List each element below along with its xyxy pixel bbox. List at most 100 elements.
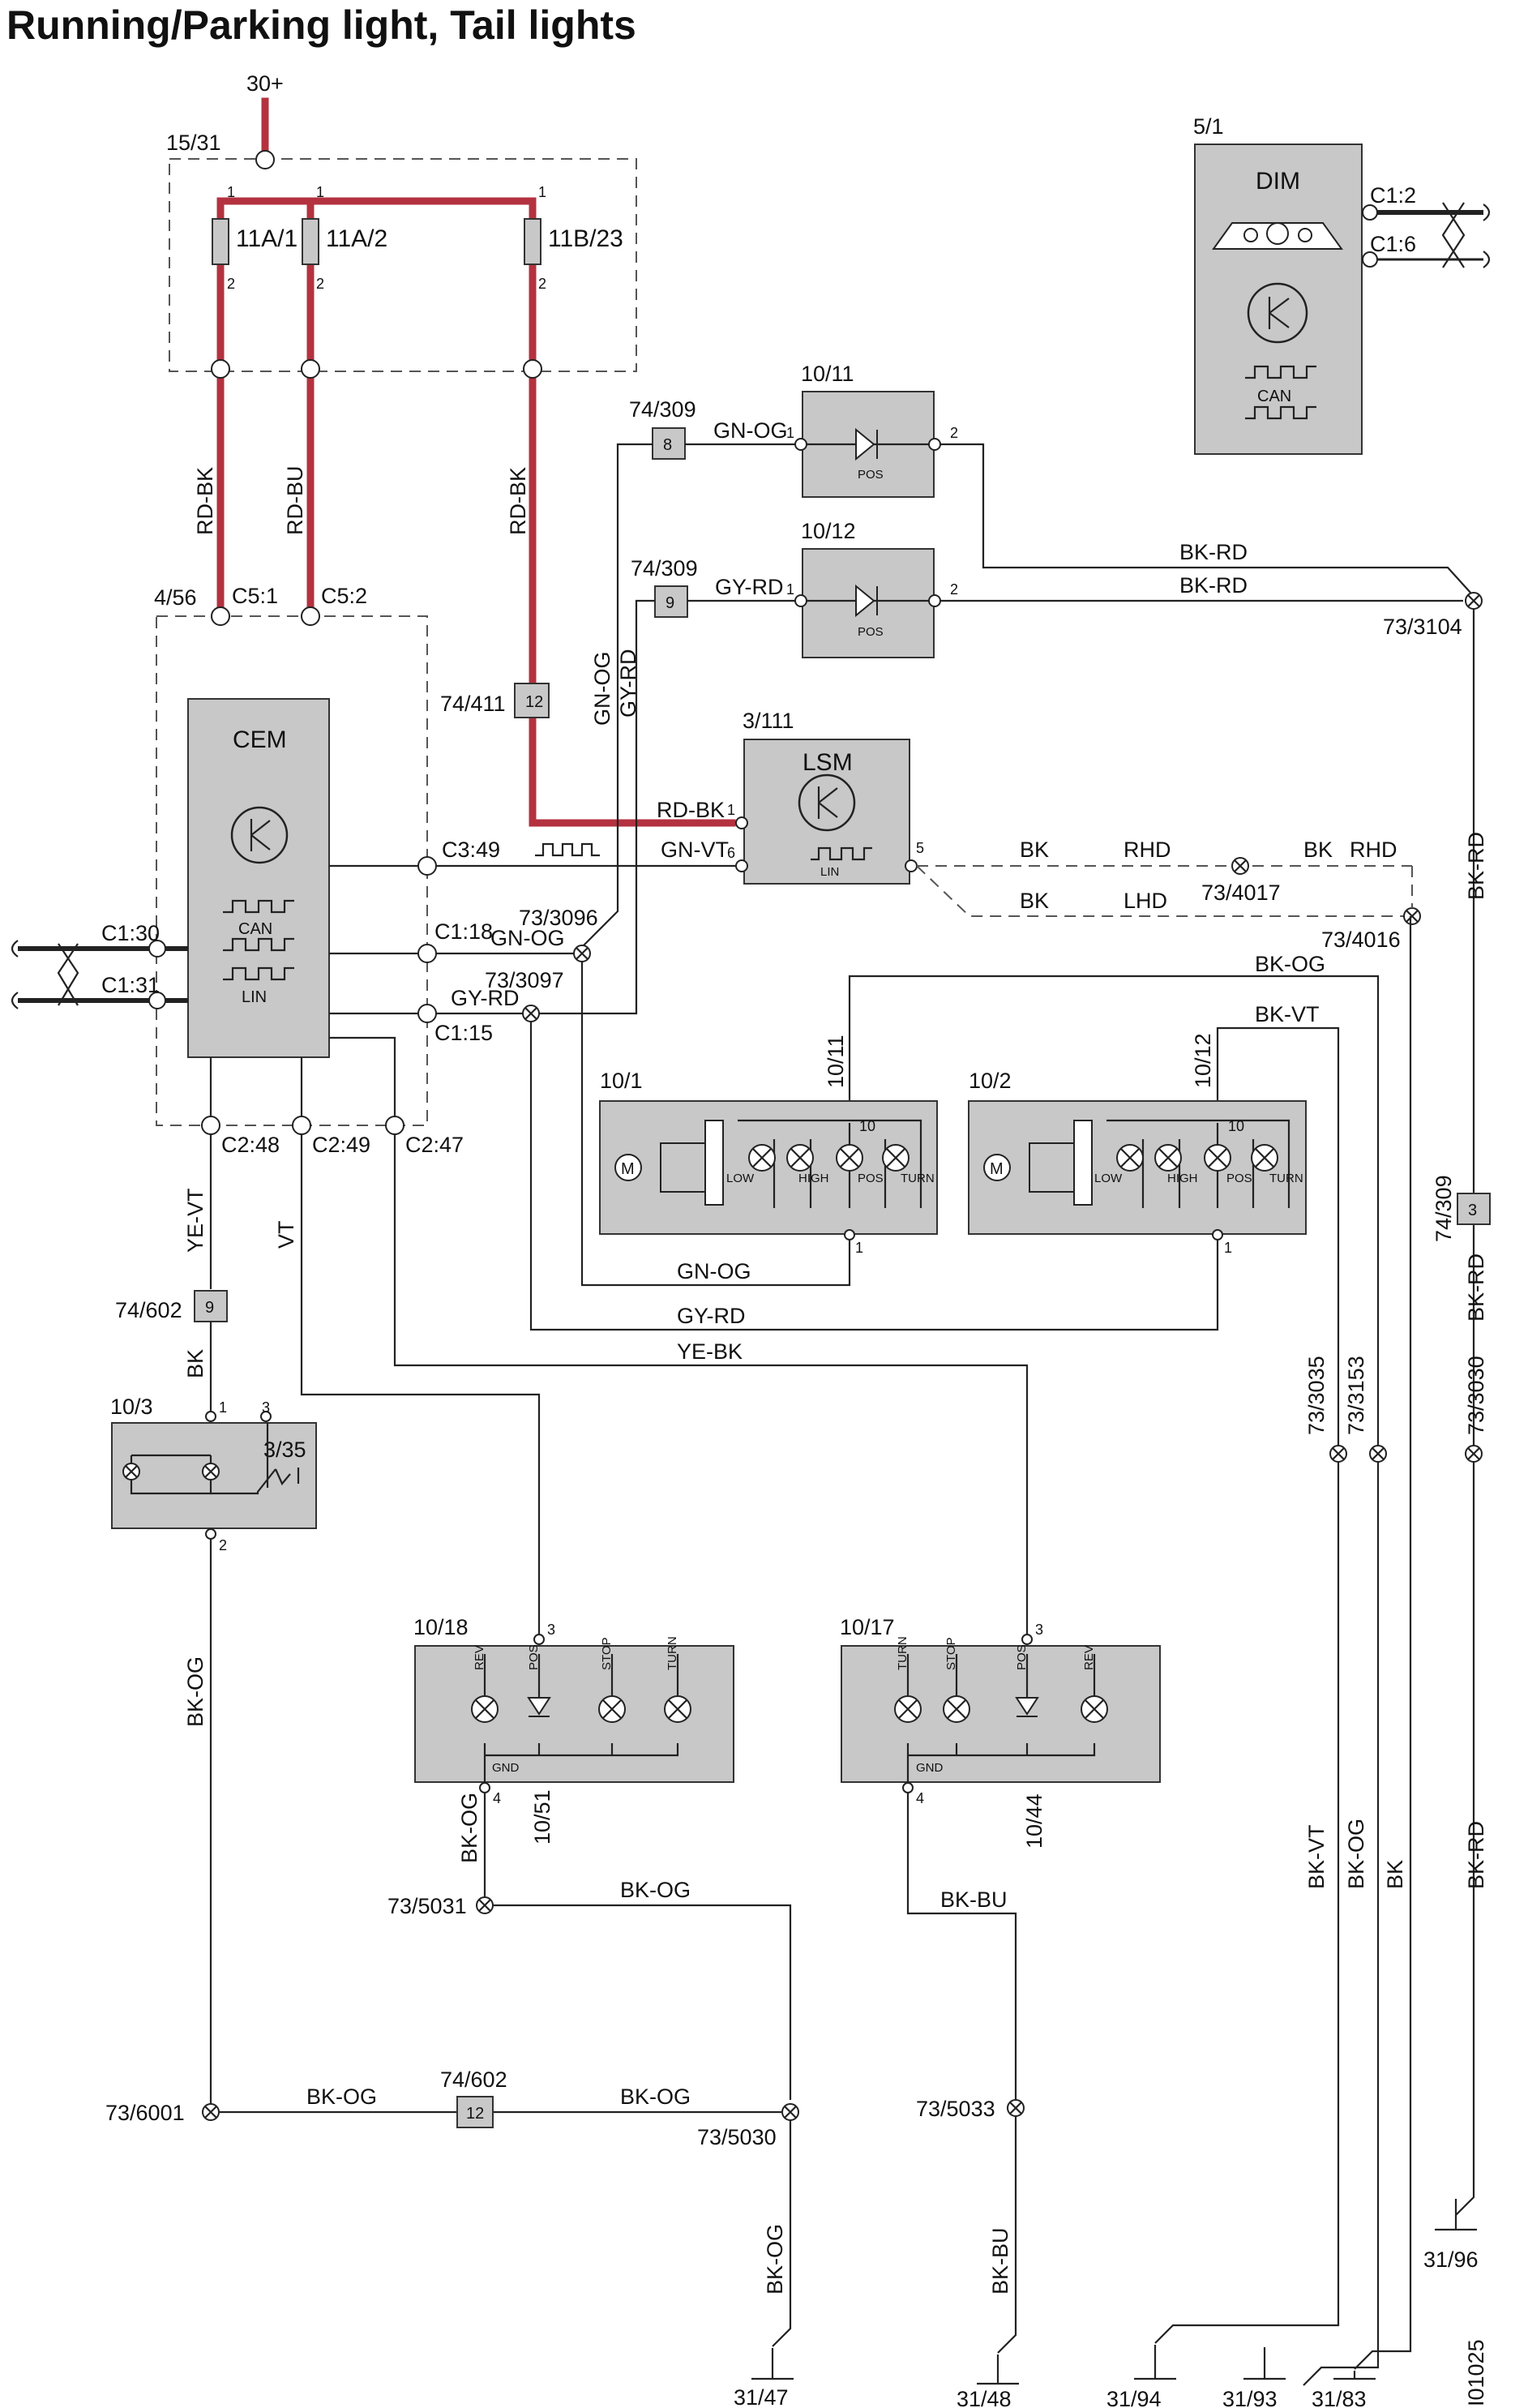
svg-text:GN-VT: GN-VT [661,838,729,862]
svg-text:BK-RD: BK-RD [1179,573,1248,598]
svg-text:BK-BU: BK-BU [940,1887,1008,1912]
svg-text:POS: POS [1226,1172,1252,1185]
svg-text:RHD: RHD [1350,838,1397,862]
svg-text:74/411: 74/411 [440,692,506,716]
svg-text:POS: POS [858,1172,884,1185]
svg-text:1: 1 [1224,1240,1232,1256]
svg-text:74/602: 74/602 [115,1298,182,1322]
svg-text:1: 1 [219,1399,227,1416]
fuse-11a-1: 11A/1 [212,218,297,265]
svg-text:10: 10 [859,1118,875,1134]
svg-text:VT: VT [274,1220,298,1249]
pos-lamp-10-12: 10/12 POS [801,519,935,658]
svg-text:1: 1 [727,802,735,818]
svg-text:74/309: 74/309 [631,556,698,581]
svg-text:10/1: 10/1 [600,1069,643,1093]
svg-text:C5:2: C5:2 [321,584,367,608]
svg-text:10/44: 10/44 [1022,1793,1046,1849]
svg-text:3: 3 [547,1622,555,1638]
svg-text:GY-RD: GY-RD [451,986,520,1010]
svg-text:1: 1 [786,581,794,598]
svg-text:M: M [990,1160,1004,1178]
svg-text:GY-RD: GY-RD [715,575,784,599]
svg-text:4/56: 4/56 [154,585,197,610]
headlamp-10-1: 10/1 10/11 M LOW HIGH POS TURN [599,1035,938,1235]
figure-id: I01025 [1464,2339,1488,2406]
splice-73-3030: 73/3030 [1464,1356,1488,1463]
svg-text:10/11: 10/11 [801,362,854,386]
svg-text:3/35: 3/35 [263,1438,306,1462]
svg-text:GN-OG: GN-OG [713,418,788,443]
svg-text:73/3030: 73/3030 [1464,1356,1488,1435]
svg-text:BK-OG: BK-OG [763,2224,787,2294]
svg-text:BK: BK [183,1349,208,1378]
svg-text:10/17: 10/17 [840,1615,895,1639]
svg-text:11A/2: 11A/2 [326,225,387,252]
svg-text:GND: GND [492,1761,520,1775]
svg-text:10/3: 10/3 [110,1395,153,1419]
svg-text:2: 2 [950,581,958,598]
svg-text:RD-BK: RD-BK [657,798,725,822]
svg-text:HIGH: HIGH [1167,1172,1198,1185]
svg-text:2: 2 [227,276,235,292]
svg-text:8: 8 [663,436,672,454]
svg-text:31/83: 31/83 [1312,2387,1367,2408]
svg-text:2: 2 [538,276,546,292]
svg-text:BK-VT: BK-VT [1255,1002,1320,1026]
svg-text:10/51: 10/51 [530,1789,554,1845]
svg-text:LOW: LOW [726,1172,755,1185]
svg-text:YE-VT: YE-VT [183,1188,208,1253]
svg-text:9: 9 [205,1299,214,1317]
svg-text:31/94: 31/94 [1106,2387,1162,2408]
svg-text:74/309: 74/309 [1432,1175,1456,1242]
svg-text:73/3104: 73/3104 [1383,615,1462,639]
splice-73-3096: 73/3096 [519,906,598,962]
svg-text:RD-BK: RD-BK [506,467,530,535]
svg-text:LIN: LIN [820,865,839,879]
svg-text:BK-OG: BK-OG [1344,1819,1368,1889]
svg-text:BK-OG: BK-OG [620,1878,691,1902]
connector-74-411: 12 74/411 [440,683,550,718]
svg-text:73/3096: 73/3096 [519,906,598,930]
svg-text:C1:6: C1:6 [1370,232,1416,256]
svg-text:BK: BK [1383,1860,1407,1889]
svg-text:POS: POS [527,1644,541,1670]
svg-text:GND: GND [916,1761,944,1775]
dim-module: 5/1 DIM CAN [1193,114,1363,455]
cem-module: 4/56 CEM CAN LIN [154,585,428,1126]
svg-text:GY-RD: GY-RD [616,649,640,718]
svg-text:CAN: CAN [1257,388,1291,405]
connector-74-309-a: 8 74/309 [629,397,696,460]
svg-text:31/96: 31/96 [1423,2247,1479,2272]
svg-text:2: 2 [219,1537,227,1553]
svg-text:HIGH: HIGH [798,1172,829,1185]
svg-text:BK-RD: BK-RD [1179,540,1248,564]
svg-text:73/3097: 73/3097 [485,968,564,992]
svg-text:CAN: CAN [238,920,272,938]
svg-text:LSM: LSM [803,749,853,776]
svg-text:BK-BU: BK-BU [988,2227,1012,2294]
svg-text:TURN: TURN [896,1636,910,1670]
svg-text:STOP: STOP [600,1637,614,1670]
svg-text:10/12: 10/12 [801,519,856,543]
svg-text:C2:49: C2:49 [312,1133,370,1157]
svg-text:C2:48: C2:48 [221,1133,280,1157]
svg-text:TURN: TURN [1269,1172,1303,1185]
svg-text:POS: POS [1015,1644,1029,1670]
ground-31-96: 31/96 [1423,2199,1479,2272]
splice-73-6001: 73/6001 [105,2101,220,2125]
svg-text:GN-OG: GN-OG [490,926,565,950]
svg-text:BK-OG: BK-OG [306,2085,377,2109]
svg-text:2: 2 [316,276,324,292]
svg-text:1: 1 [855,1240,863,1256]
svg-text:73/4017: 73/4017 [1201,881,1281,905]
svg-text:3/111: 3/111 [743,709,794,733]
pos-lamp-10-11: 10/11 POS [801,362,935,498]
svg-text:GN-OG: GN-OG [677,1259,751,1283]
svg-text:LOW: LOW [1094,1172,1123,1185]
svg-text:73/5031: 73/5031 [387,1894,467,1918]
splice-73-5030: 73/5030 [697,2103,799,2149]
svg-text:3: 3 [262,1399,270,1416]
svg-text:RD-BK: RD-BK [193,467,217,535]
